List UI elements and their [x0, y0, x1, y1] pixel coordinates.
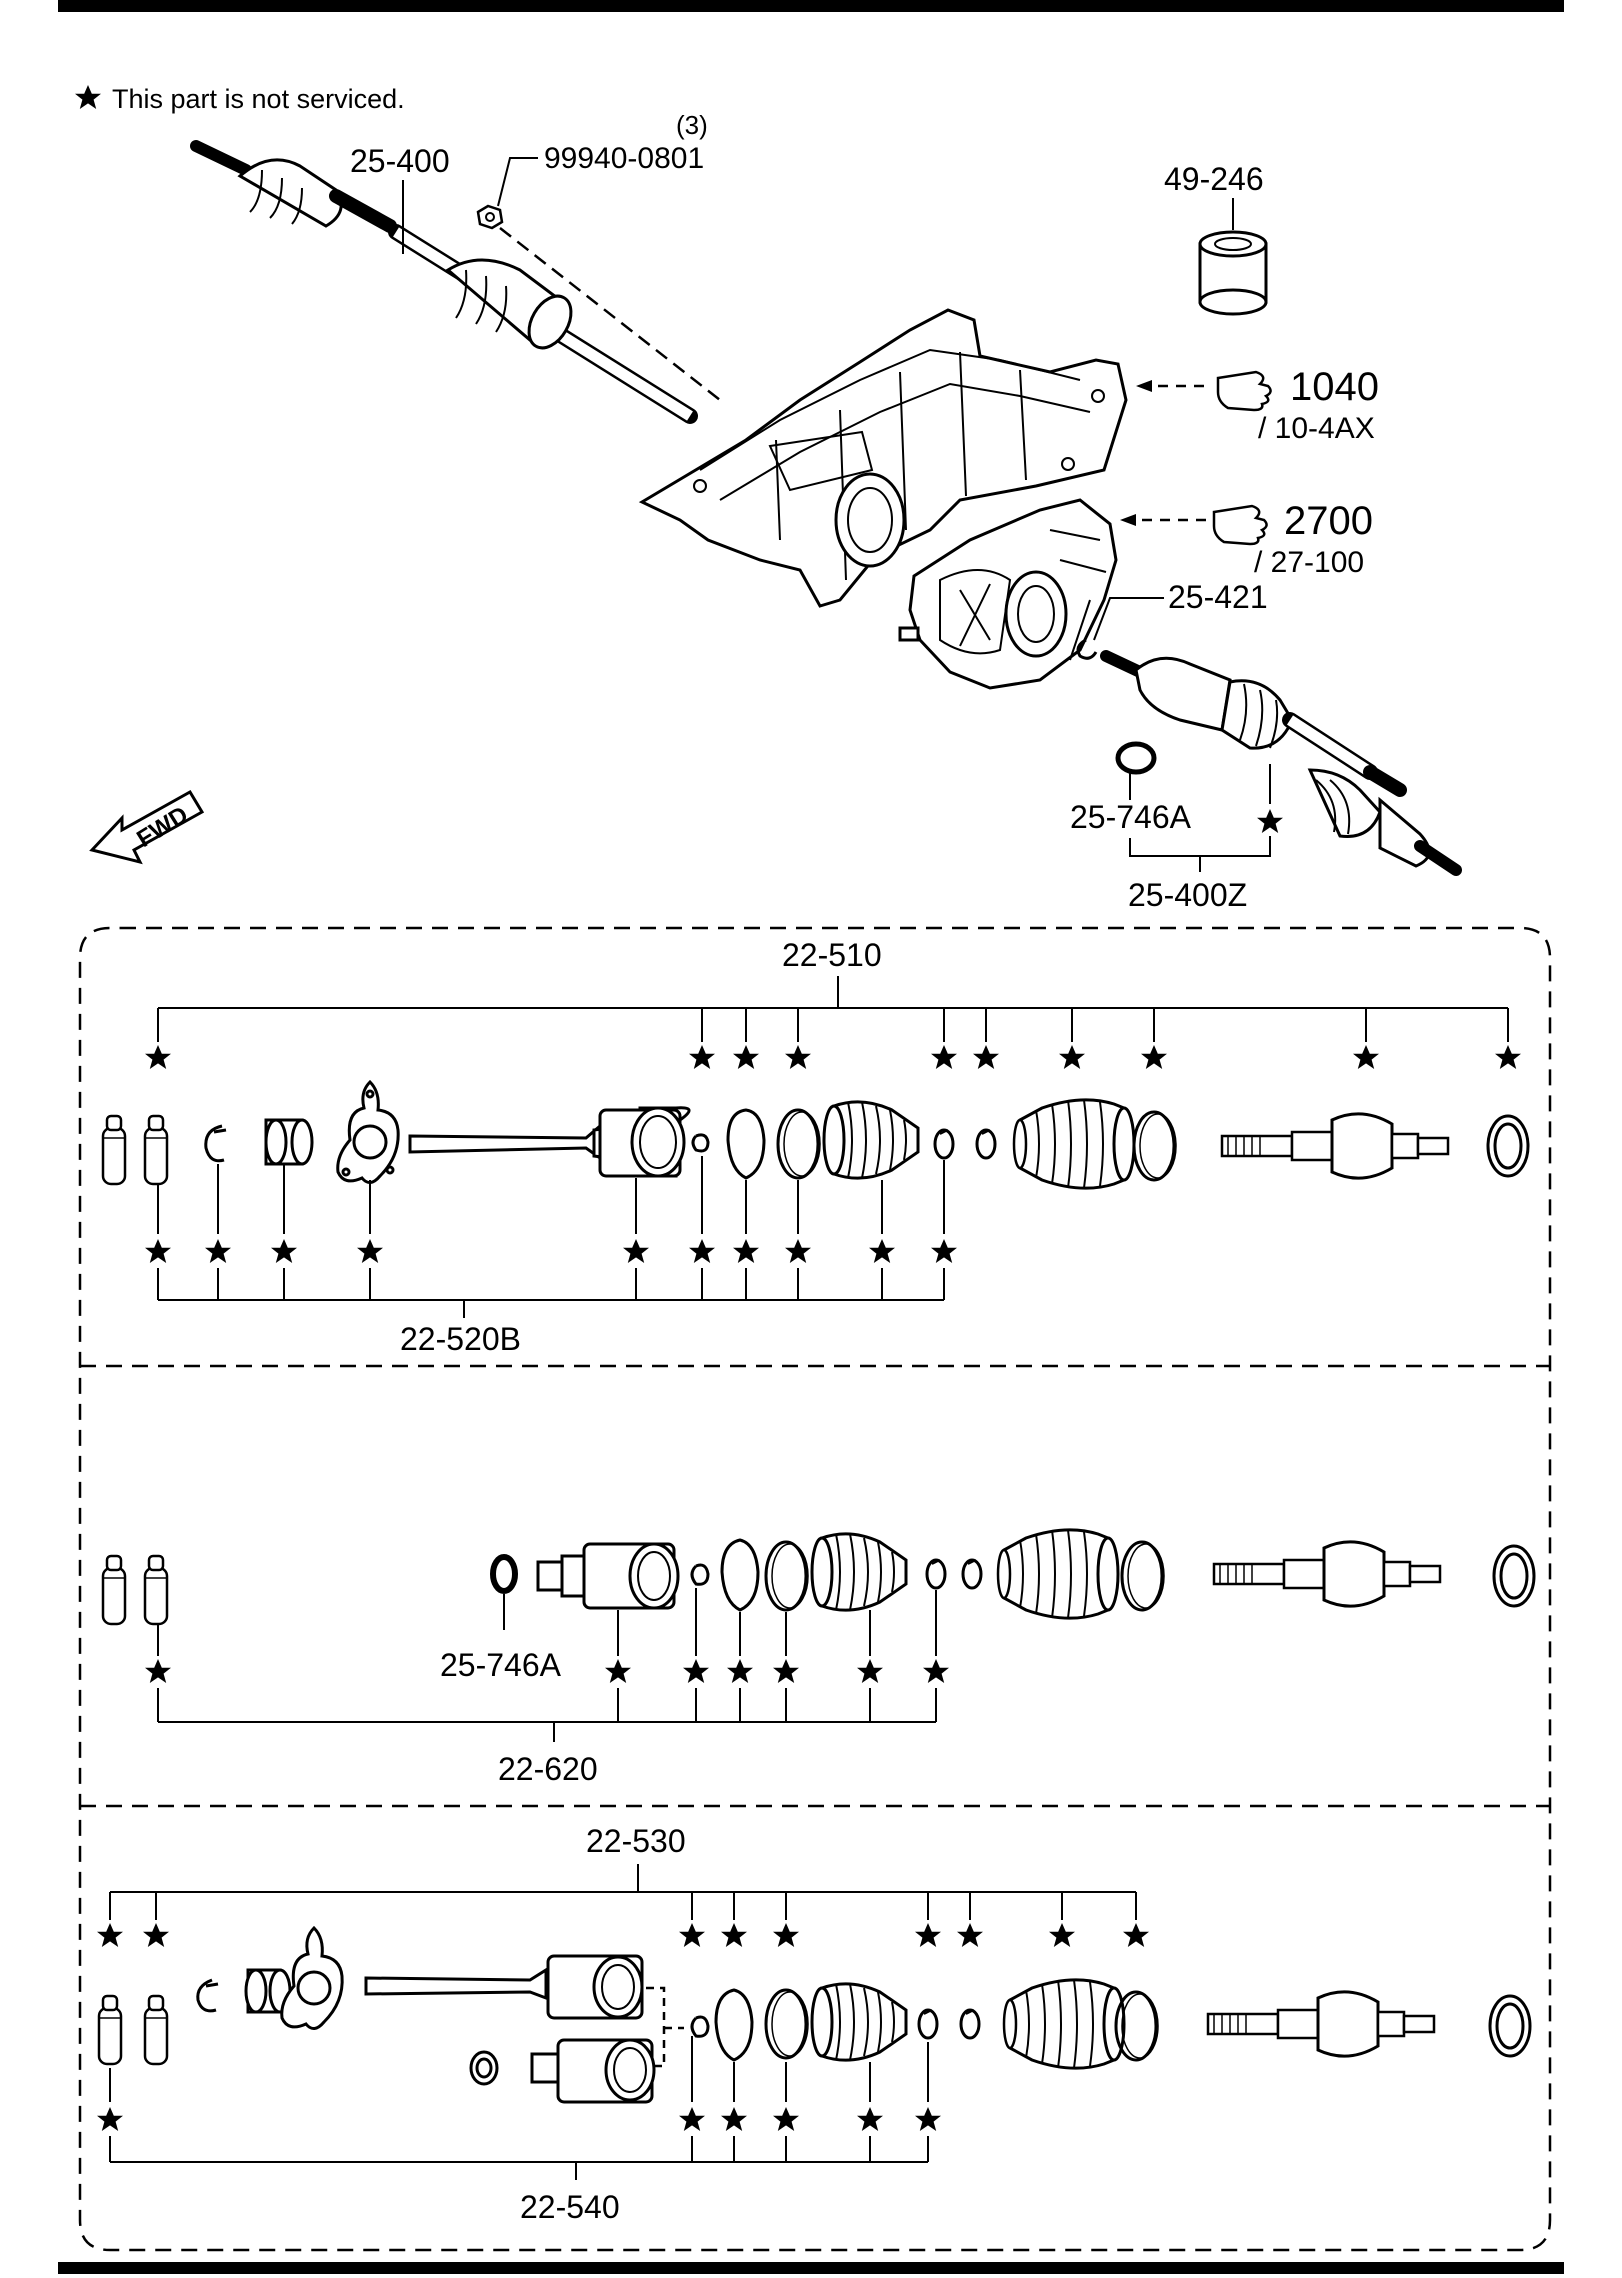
legend-text: This part is not serviced. — [112, 84, 405, 114]
label-shaft-left: 25-400 — [350, 143, 450, 179]
bracket — [1129, 836, 1271, 857]
clamp-icon — [917, 2008, 939, 2040]
nut-icon — [476, 204, 504, 230]
ref-1040: 1040 — [1290, 365, 1379, 409]
plug-icon — [143, 1114, 169, 1186]
band-icon — [1114, 1990, 1160, 2062]
clamp-icon — [933, 1128, 955, 1160]
boot-icon — [996, 1528, 1120, 1620]
boot-icon — [810, 1982, 908, 2062]
plug-icon — [143, 1554, 169, 1626]
clamp-icon — [714, 1988, 754, 2062]
bearing-icon — [264, 1118, 314, 1166]
label-nut-part: 99940-0801 — [544, 142, 704, 175]
ref-2700-sub: / 27-100 — [1254, 546, 1364, 579]
seal-icon — [1486, 1114, 1530, 1178]
seal-icon — [1492, 1544, 1536, 1608]
label-nut-qty: (3) — [676, 110, 708, 140]
boot-icon — [810, 1532, 908, 1612]
clamp-icon — [975, 1128, 997, 1160]
band-icon — [764, 1988, 810, 2060]
inner-housing-alt-icon — [469, 2038, 656, 2104]
boot-icon — [1002, 1978, 1126, 2070]
label-shaft-right: 25-400Z — [1128, 877, 1247, 913]
ref-1040-sub: / 10-4AX — [1258, 412, 1375, 445]
plug-icon — [97, 1994, 123, 2066]
plug-icon — [143, 1994, 169, 2066]
inner-housing-icon — [536, 1542, 680, 1610]
seal-icon — [1488, 1994, 1532, 2058]
bracket-plate-icon — [336, 1079, 400, 1184]
clamp-icon — [925, 1558, 947, 1590]
arrow-head — [1120, 514, 1136, 526]
label-seal-mid: 25-746A — [440, 1647, 562, 1683]
band-icon — [764, 1540, 810, 1612]
right-drive-shaft — [1100, 650, 1462, 876]
leader — [497, 157, 538, 207]
circlip-icon — [691, 1133, 710, 1153]
subframe — [638, 308, 1128, 608]
clamp-icon — [726, 1108, 766, 1180]
band-icon — [1120, 1540, 1166, 1612]
fwd-arrow-icon: FWD — [89, 789, 205, 865]
label-22-620: 22-620 — [498, 1751, 598, 1787]
section-2: 25-746A 22-620 — [101, 1528, 1536, 1787]
inner-housing-icon — [546, 1954, 644, 2020]
label-snap-ring: 25-421 — [1168, 579, 1268, 615]
ref-2700: 2700 — [1284, 499, 1373, 543]
pointing-hand-icon — [1216, 370, 1272, 412]
snap-ring-icon — [1076, 638, 1098, 660]
circlip-icon — [204, 1124, 227, 1163]
dashed-leader — [499, 227, 721, 401]
star-icon — [75, 85, 101, 109]
bottom-rule — [58, 2262, 1564, 2274]
exploded-view-frame — [78, 926, 1552, 2252]
seal-icon — [1115, 741, 1157, 775]
arrow-head — [1136, 380, 1152, 392]
inner-shaft-icon — [408, 1122, 606, 1162]
boot-icon — [822, 1100, 920, 1180]
seal-icon — [490, 1554, 518, 1594]
rear-differential — [898, 498, 1118, 690]
clamp-icon — [961, 1558, 983, 1590]
plug-icon — [101, 1114, 127, 1186]
clamp-icon — [959, 2008, 981, 2040]
outer-joint-icon — [1206, 1990, 1436, 2058]
outer-housing-icon — [592, 1106, 691, 1178]
outer-joint-icon — [1220, 1112, 1450, 1180]
circlip-icon — [690, 2015, 710, 2038]
left-drive-shaft — [190, 140, 698, 424]
inner-shaft-icon — [364, 1967, 548, 2001]
label-22-530: 22-530 — [586, 1823, 686, 1859]
label-bushing: 49-246 — [1164, 161, 1264, 197]
circlip-icon — [690, 1563, 710, 1586]
bearing-icon — [244, 1968, 292, 2014]
top-rule — [58, 0, 1564, 12]
clamp-icon — [720, 1538, 760, 1612]
bracket-plate-icon — [280, 1925, 344, 2030]
label-seal-top: 25-746A — [1070, 799, 1192, 835]
leader — [1093, 597, 1164, 641]
outer-joint-icon — [1212, 1540, 1442, 1608]
star-icon — [1257, 809, 1283, 833]
section-3: 22-530 — [97, 1823, 1532, 2225]
label-22-520B: 22-520B — [400, 1321, 521, 1357]
label-22-540: 22-540 — [520, 2189, 620, 2225]
circlip-icon — [196, 1978, 219, 2013]
plug-icon — [101, 1554, 127, 1626]
band-icon — [776, 1108, 822, 1180]
label-22-510: 22-510 — [782, 937, 882, 973]
pointing-hand-icon — [1212, 504, 1268, 546]
boot-icon — [1012, 1098, 1136, 1190]
bushing-icon — [1198, 230, 1268, 316]
band-icon — [1132, 1110, 1178, 1182]
section-1: 22-510 — [101, 937, 1530, 1357]
